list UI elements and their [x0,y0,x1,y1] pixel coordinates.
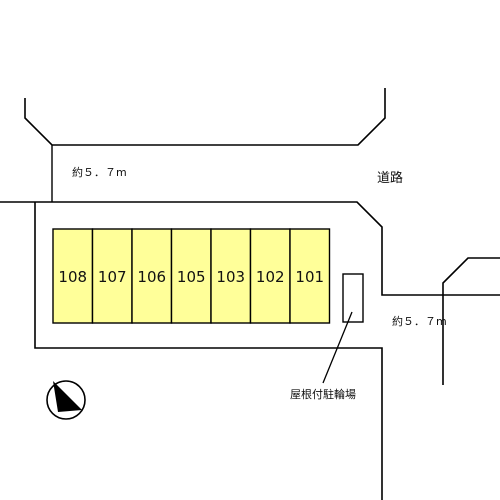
road-width-top: 約５．７m [72,165,127,179]
unit-label-106: 106 [137,268,166,286]
road-width-right: 約５．７m [392,314,447,328]
road-edge-top [24,88,386,146]
lot-bottom [34,202,383,500]
unit-label-103: 103 [216,268,245,286]
unit-107 [91,228,133,324]
unit-label-107: 107 [98,268,127,286]
unit-103 [210,228,252,324]
bike-shelter-leader [322,311,353,384]
bike-shelter [342,273,364,323]
road-label: 道路 [377,170,403,186]
unit-label-105: 105 [177,268,206,286]
lot-outline [0,201,500,296]
unit-106 [131,228,173,324]
unit-102 [249,228,291,324]
unit-label-108: 108 [58,268,87,286]
road-edge-right [442,257,500,385]
unit-label-101: 101 [295,268,324,286]
north-arrow-icon [46,380,86,420]
unit-label-102: 102 [256,268,285,286]
unit-108 [52,228,94,324]
bike-shelter-label: 屋根付駐輪場 [290,387,356,401]
unit-105 [170,228,212,324]
unit-101 [289,228,331,324]
unit-group: 108 107 106 105 103 102 101 [52,228,331,324]
